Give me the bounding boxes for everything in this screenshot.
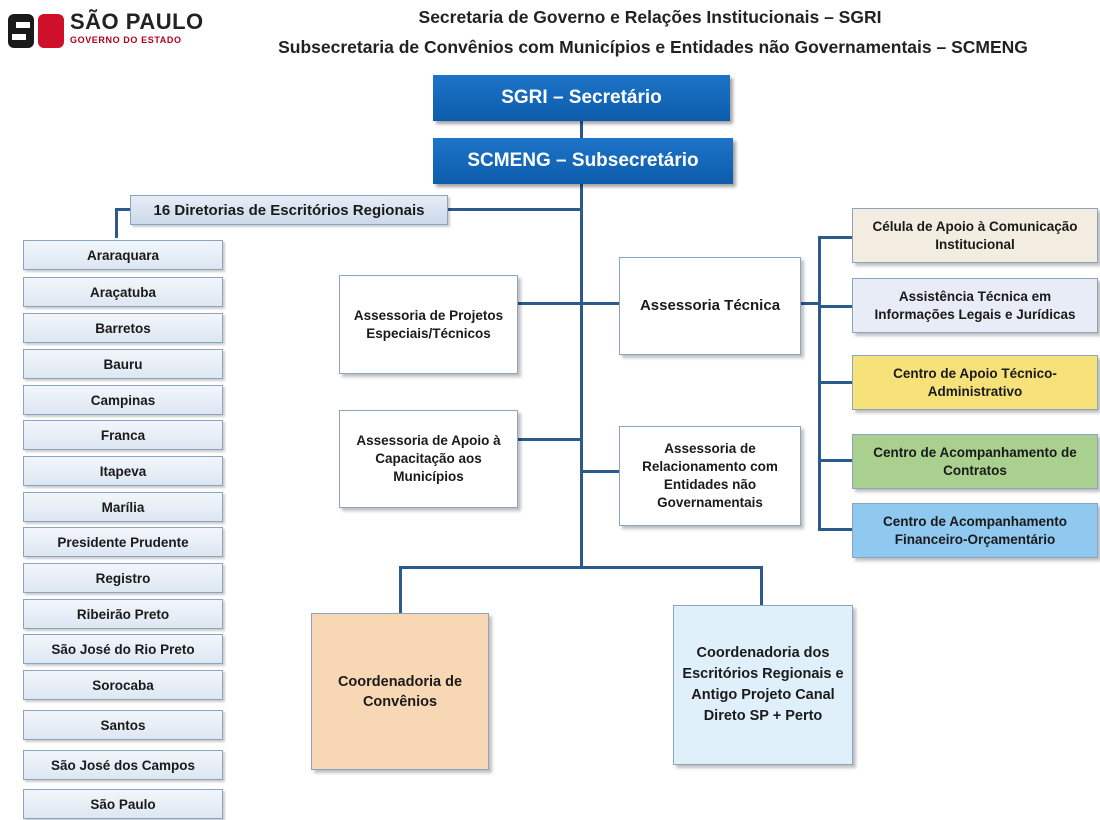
header-subtitle: Subsecretaria de Convênios com Município… xyxy=(278,37,1028,57)
assessoria-tecnica-box: Assessoria Técnica xyxy=(619,257,801,355)
regional-directorates-heading: 16 Diretorias de Escritórios Regionais xyxy=(130,195,448,225)
regional-item-label: Bauru xyxy=(103,356,143,372)
connector-bottom-right xyxy=(760,566,763,606)
regional-item-label: Santos xyxy=(100,717,146,733)
regional-item: Barretos xyxy=(23,313,223,343)
regional-item: Sorocaba xyxy=(23,670,223,700)
assessoria-tecnica-label: Assessoria Técnica xyxy=(639,297,781,314)
regional-item-label: Registro xyxy=(95,570,151,586)
connector-bottom-h xyxy=(399,566,762,569)
regional-item: Registro xyxy=(23,563,223,593)
sao-paulo-logo-icon xyxy=(8,14,64,48)
right-box-comunicacao: Célula de Apoio à Comunicação Institucio… xyxy=(852,208,1098,263)
connector-regional-v xyxy=(115,208,118,238)
connector-right-4 xyxy=(818,459,852,462)
connector-bottom-left xyxy=(399,566,402,614)
regional-item-label: Campinas xyxy=(90,392,156,408)
logo-text: SÃO PAULO GOVERNO DO ESTADO xyxy=(70,9,210,46)
scmeng-subsecretario-label: SCMENG – Subsecretário xyxy=(467,150,699,171)
regional-heading-label: 16 Diretorias de Escritórios Regionais xyxy=(153,201,425,219)
sgri-secretario-label: SGRI – Secretário xyxy=(501,87,662,108)
connector-right-1 xyxy=(818,236,852,239)
regional-item-label: Barretos xyxy=(95,320,151,336)
coordenadoria-convenios-label: Coordenadoria de Convênios xyxy=(337,673,463,710)
scmeng-subsecretario-box: SCMENG – Subsecretário xyxy=(433,138,733,184)
regional-item: São Paulo xyxy=(23,789,223,819)
regional-item: Araraquara xyxy=(23,240,223,270)
right-box-label: Centro de Apoio Técnico-Administrativo xyxy=(893,365,1057,399)
connector-relacionamento xyxy=(581,470,621,473)
sgri-secretario-box: SGRI – Secretário xyxy=(433,75,730,121)
connector-projetos xyxy=(518,302,582,305)
connector-right-5 xyxy=(818,528,852,531)
regional-item-label: Franca xyxy=(100,427,146,443)
connector-top-vertical xyxy=(580,120,583,140)
regional-item: Santos xyxy=(23,710,223,740)
connector-main-trunk xyxy=(580,184,583,568)
connector-right-3 xyxy=(818,381,852,384)
right-box-label: Assistência Técnica em Informações Legai… xyxy=(874,288,1076,322)
coordenadoria-escritorios-box: Coordenadoria dos Escritórios Regionais … xyxy=(673,605,853,765)
logo-title: SÃO PAULO xyxy=(70,9,204,34)
assessoria-relacionamento-box: Assessoria de Relacionamento com Entidad… xyxy=(619,426,801,526)
regional-item-label: Sorocaba xyxy=(92,677,154,693)
regional-item-label: Itapeva xyxy=(99,463,147,479)
header-title: Secretaria de Governo e Relações Institu… xyxy=(418,7,882,27)
regional-item: Marília xyxy=(23,492,223,522)
regional-item: Itapeva xyxy=(23,456,223,486)
regional-item-label: Marília xyxy=(101,499,145,515)
regional-item: Ribeirão Preto xyxy=(23,599,223,629)
regional-item: Araçatuba xyxy=(23,277,223,307)
regional-item: São José dos Campos xyxy=(23,750,223,780)
connector-tecnica-right xyxy=(800,302,820,305)
assessoria-capacitacao-label: Assessoria de Apoio à Capacitação aos Mu… xyxy=(356,433,501,484)
regional-item-label: São José do Rio Preto xyxy=(51,641,195,657)
right-box-label: Centro de Acompanhamento Financeiro-Orça… xyxy=(882,513,1068,547)
right-box-label: Centro de Acompanhamento de Contratos xyxy=(873,444,1077,478)
regional-item-label: São José dos Campos xyxy=(50,757,196,773)
right-box-financeiro: Centro de Acompanhamento Financeiro-Orça… xyxy=(852,503,1098,558)
assessoria-projetos-label: Assessoria de Projetos Especiais/Técnico… xyxy=(353,307,504,341)
regional-item-label: São Paulo xyxy=(90,796,156,812)
assessoria-capacitacao-box: Assessoria de Apoio à Capacitação aos Mu… xyxy=(339,410,518,508)
regional-item: Campinas xyxy=(23,385,223,415)
coordenadoria-escritorios-label: Coordenadoria dos Escritórios Regionais … xyxy=(682,645,844,724)
assessoria-relacionamento-label: Assessoria de Relacionamento com Entidad… xyxy=(642,441,778,510)
coordenadoria-convenios-box: Coordenadoria de Convênios xyxy=(311,613,489,770)
regional-item-label: Araçatuba xyxy=(89,284,157,300)
regional-item-label: Araraquara xyxy=(86,247,160,263)
connector-right-2 xyxy=(818,305,852,308)
right-box-apoio-administrativo: Centro de Apoio Técnico-Administrativo xyxy=(852,355,1098,410)
right-box-assistencia-juridica: Assistência Técnica em Informações Legai… xyxy=(852,278,1098,333)
regional-item: São José do Rio Preto xyxy=(23,634,223,664)
right-box-contratos: Centro de Acompanhamento de Contratos xyxy=(852,434,1098,489)
regional-item: Franca xyxy=(23,420,223,450)
logo-subtitle: GOVERNO DO ESTADO xyxy=(70,35,182,45)
regional-item-label: Ribeirão Preto xyxy=(76,606,170,622)
connector-tecnica xyxy=(581,302,621,305)
regional-item: Bauru xyxy=(23,349,223,379)
connector-capacitacao xyxy=(518,438,582,441)
right-box-label: Célula de Apoio à Comunicação Institucio… xyxy=(872,218,1078,252)
regional-item-label: Presidente Prudente xyxy=(57,534,189,550)
regional-item: Presidente Prudente xyxy=(23,527,223,557)
assessoria-projetos-box: Assessoria de Projetos Especiais/Técnico… xyxy=(339,275,518,374)
